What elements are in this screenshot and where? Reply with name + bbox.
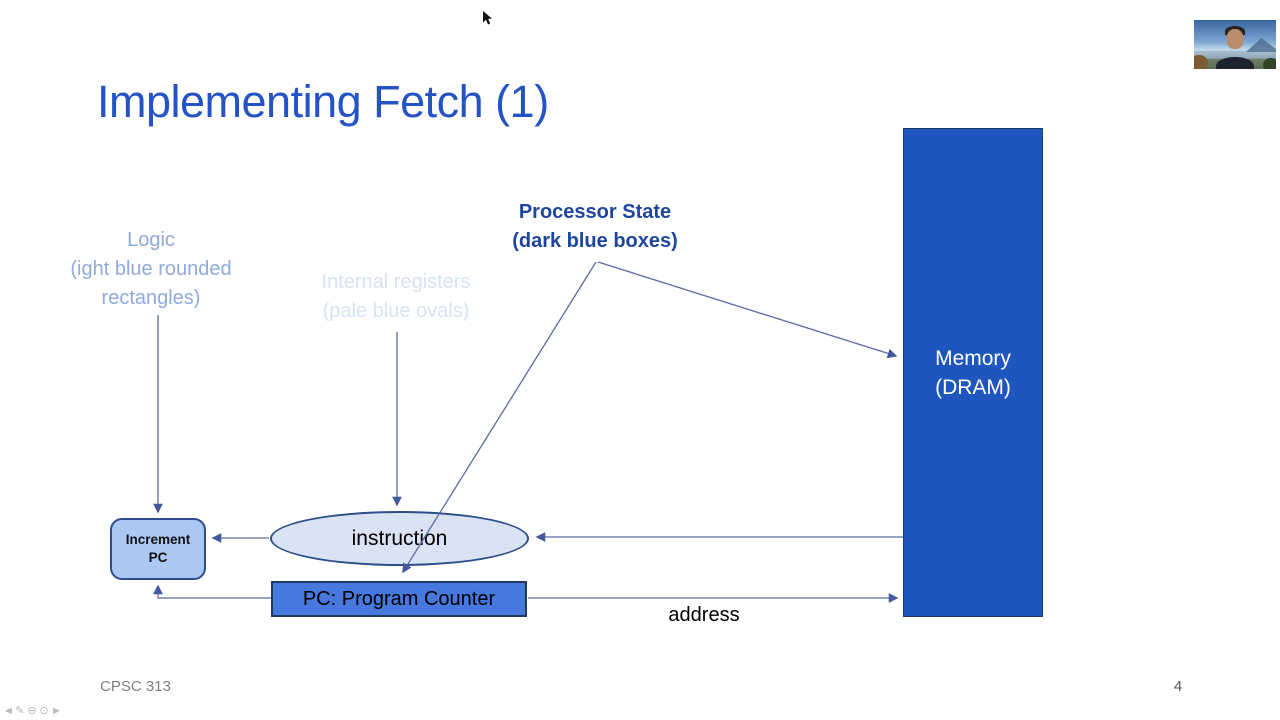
circle-dot-icon[interactable]: ⊙ xyxy=(39,705,49,717)
next-slide-icon[interactable]: ► xyxy=(51,705,62,717)
memory-label-line2: (DRAM) xyxy=(935,375,1011,399)
slide-title: Implementing Fetch (1) xyxy=(97,76,549,127)
increment-pc-box: Increment PC xyxy=(110,518,206,580)
arrow-processor-state-to-memory xyxy=(597,261,898,359)
webcam-thumbnail[interactable] xyxy=(1194,20,1276,69)
annotation-logic-line3: rectangles) xyxy=(101,287,201,309)
circle-minus-icon[interactable]: ⊖ xyxy=(27,705,37,717)
annotation-processor-line1: Processor State xyxy=(518,201,672,223)
annotation-logic: Logic (ight blue rounded rectangles) xyxy=(38,226,264,313)
presenter-shoulders xyxy=(1216,57,1254,69)
annotation-processor-state: Processor State (dark blue boxes) xyxy=(477,198,713,256)
webcam-background-tree-right xyxy=(1263,58,1276,69)
annotation-logic-line2: (ight blue rounded xyxy=(70,258,232,280)
pen-tool-icon[interactable]: ✎ xyxy=(15,705,25,717)
mouse-cursor-icon xyxy=(483,11,492,25)
footer-course-label: CPSC 313 xyxy=(100,678,171,695)
webcam-background-mountain xyxy=(1246,38,1276,52)
annotation-internal-line1: Internal registers xyxy=(321,271,471,293)
slide-page-number: 4 xyxy=(1173,678,1183,695)
presenter-face xyxy=(1226,29,1244,49)
increment-pc-line2: PC xyxy=(148,550,168,565)
annotation-processor-line2: (dark blue boxes) xyxy=(512,230,678,252)
instruction-label: instruction xyxy=(351,526,448,550)
previous-slide-icon[interactable]: ◄ xyxy=(3,705,14,717)
program-counter-label: PC: Program Counter xyxy=(302,587,496,610)
annotation-internal-registers: Internal registers (pale blue ovals) xyxy=(283,268,509,326)
annotation-logic-line1: Logic xyxy=(127,229,175,251)
webcam-background-tree-left xyxy=(1194,55,1208,69)
slideshow-toolbar: ◄ ✎ ⊖ ⊙ ► xyxy=(3,704,62,718)
memory-label-line1: Memory xyxy=(935,346,1011,370)
instruction-oval: instruction xyxy=(270,511,529,566)
memory-dram-box: Memory (DRAM) xyxy=(903,128,1043,617)
address-label: address xyxy=(668,604,740,626)
program-counter-box: PC: Program Counter xyxy=(271,581,527,617)
increment-pc-line1: Increment xyxy=(125,532,191,547)
annotation-internal-line2: (pale blue ovals) xyxy=(322,300,470,322)
arrow-pc-to-increment-pc xyxy=(153,584,271,599)
